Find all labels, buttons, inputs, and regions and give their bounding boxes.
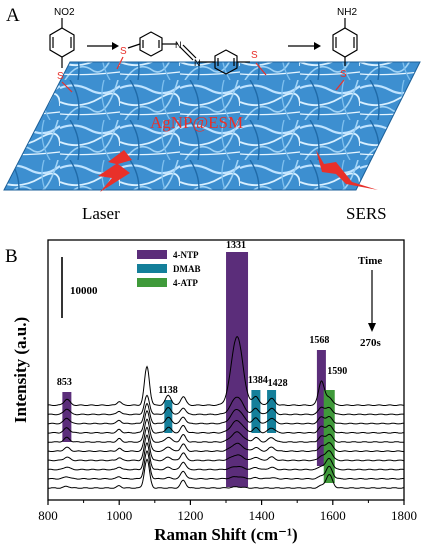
highlight-bands: [62, 252, 335, 487]
spectrum-line-5: [47, 426, 404, 453]
band-4-atp-1590: [323, 390, 335, 483]
band-dmab-1138: [164, 400, 173, 433]
azo-n-1: N: [175, 40, 182, 50]
time-end-label: 270s: [360, 337, 382, 349]
laser-label: Laser: [82, 204, 120, 223]
thiol-s-dmab-right: S: [251, 50, 258, 61]
peak-label-1138: 1138: [158, 385, 177, 396]
x-axis-ticks: 800 1000 1200 1400 1600 1800: [38, 500, 417, 523]
x-tick-label: 1800: [391, 508, 417, 523]
legend-label-atp: 4-ATP: [173, 278, 198, 288]
legend-swatch-dmab: [137, 264, 167, 273]
peak-label-1384: 1384: [248, 375, 268, 386]
amino-group-label: NH2: [337, 7, 357, 18]
spectrum-line-1: [48, 458, 405, 489]
x-tick-label: 1000: [106, 508, 132, 523]
panel-a-label: A: [6, 5, 20, 26]
band-4-ntp-853: [62, 392, 72, 442]
bond-to-surface-right: [335, 79, 345, 91]
panel-a: A AgNP@ESM NO2 S: [3, 5, 421, 223]
reaction-arrow-2: [288, 42, 321, 50]
legend-label-ntp: 4-NTP: [173, 250, 199, 260]
membrane-surface: [3, 61, 421, 191]
thiol-s-left: S: [57, 71, 64, 82]
thiol-s-right: S: [340, 69, 347, 80]
peak-label-1590: 1590: [327, 366, 347, 377]
legend-label-dmab: DMAB: [173, 264, 201, 274]
time-arrow-head: [368, 323, 376, 332]
x-tick-label: 1600: [320, 508, 346, 523]
bond-to-surface-left: [61, 81, 73, 93]
band-dmab-1384: [251, 390, 261, 433]
spectrum-line-7: [48, 409, 405, 434]
spectra-group: [47, 336, 405, 489]
bond-dmab-left: [116, 56, 124, 70]
peak-label-1568: 1568: [309, 335, 329, 346]
reaction-arrow-1: [87, 42, 119, 50]
spectrum-line-2: [47, 450, 404, 480]
thiol-s-dmab-left: S: [120, 46, 127, 57]
nitro-group-label: NO2: [54, 7, 75, 18]
legend-swatch-atp: [137, 278, 167, 287]
ntp-molecule: [49, 18, 75, 68]
sers-label: SERS: [346, 204, 387, 223]
time-indicator: Time 270s: [358, 255, 382, 349]
x-tick-label: 1200: [177, 508, 203, 523]
spectrum-line-8: [47, 402, 404, 425]
scale-bar-label: 10000: [70, 285, 98, 297]
peak-label-853: 853: [57, 377, 72, 388]
x-tick-label: 1400: [249, 508, 275, 523]
spectrum-line-10: [48, 336, 405, 406]
atp-molecule: [332, 18, 358, 66]
spectrum-line-4: [48, 434, 405, 462]
azo-n-2: N: [194, 58, 201, 68]
sers-signal-icon: [316, 150, 378, 190]
peak-label-1331: 1331: [226, 240, 246, 251]
legend: 4-NTP DMAB 4-ATP: [137, 250, 201, 288]
x-tick-label: 800: [38, 508, 58, 523]
substrate-label: AgNP@ESM: [150, 113, 243, 132]
legend-swatch-ntp: [137, 250, 167, 259]
panel-b: B 800 1000 1200 1400 1600 1800 Raman Shift (c…: [5, 239, 417, 544]
laser-beam-icon: [98, 150, 132, 192]
band-4-ntp-1568: [316, 350, 326, 466]
y-axis-title: Intensity (a.u.): [11, 317, 30, 423]
band-4-ntp-1331: [226, 252, 249, 487]
band-dmab-1428: [267, 390, 277, 433]
spectrum-line-6: [47, 418, 405, 443]
spectrum-line-9: [47, 394, 405, 416]
bond-dmab-right: [255, 62, 267, 76]
spectrum-line-3: [47, 441, 405, 471]
time-label: Time: [358, 255, 382, 267]
x-axis-title: Raman Shift (cm⁻¹): [154, 525, 297, 544]
panel-b-label: B: [5, 246, 18, 267]
dmab-molecule: [127, 31, 250, 75]
peak-label-1428: 1428: [268, 378, 288, 389]
